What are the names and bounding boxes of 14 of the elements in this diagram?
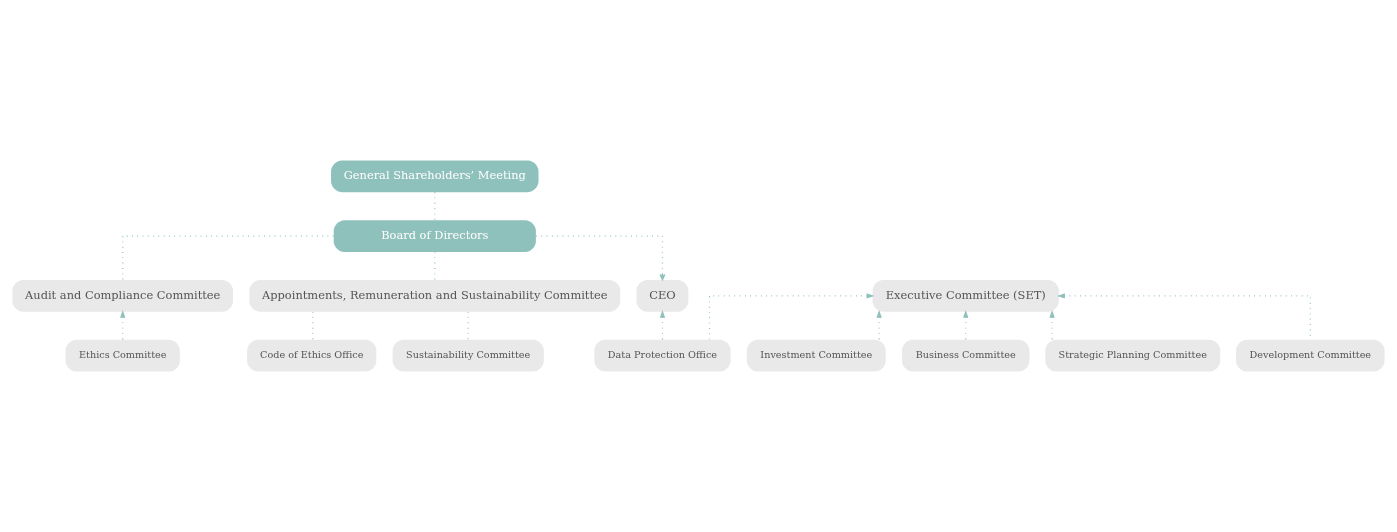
node-box: General Shareholders’ Meeting [331,160,539,193]
node-box: Appointments, Remuneration and Sustainability Committee [249,280,621,312]
node-box: Executive Committee (SET) [872,280,1059,312]
node-box: Sustainability Committee [392,339,544,372]
node-box: Ethics Committee [65,339,180,372]
node-box: Strategic Planning Committee [1045,339,1221,372]
node-box: Business Committee [902,339,1030,372]
arrow [535,235,666,281]
node-box: Board of Directors [333,220,536,252]
node-box: Audit and Compliance Committee [12,280,234,312]
node-box: Code of Ethics Office [247,339,377,372]
node-box: Investment Committee [746,339,886,372]
node-box: CEO [636,280,689,312]
node-box: Data Protection Office [594,339,731,372]
